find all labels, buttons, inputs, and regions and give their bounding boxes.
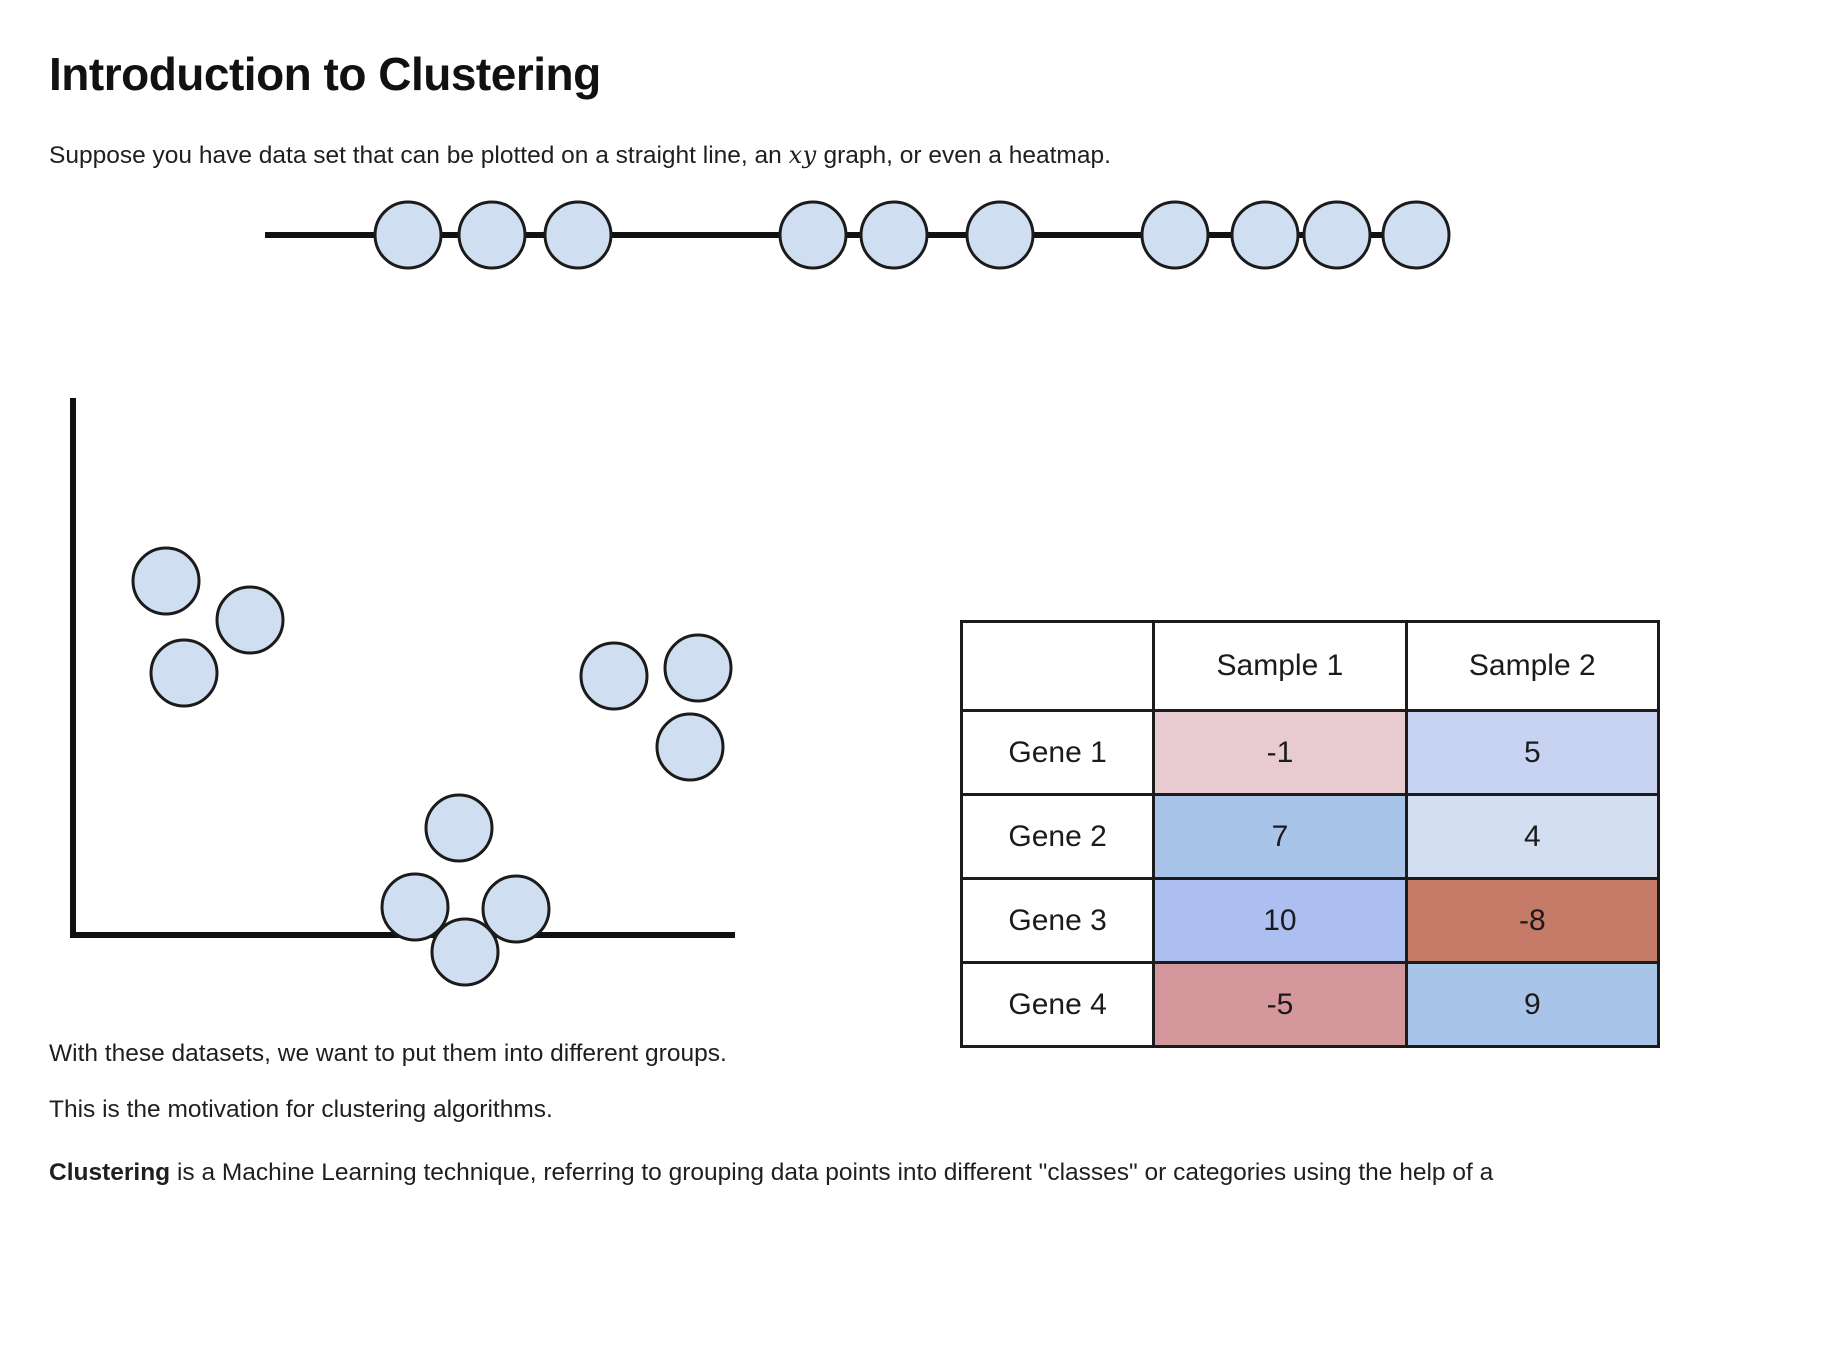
page-title: Introduction to Clustering — [49, 47, 601, 100]
column-header-sample-1: Sample 1 — [1152, 620, 1408, 712]
number-line-data-point — [1381, 200, 1451, 270]
number-line-data-point — [1140, 200, 1210, 270]
heatmap-cell: 5 — [1404, 709, 1661, 796]
column-header-sample-2: Sample 2 — [1404, 620, 1661, 712]
xy-scatter-svg — [70, 398, 735, 987]
number-line-data-point — [373, 200, 443, 270]
number-line-data-point — [457, 200, 527, 270]
heatmap-cell: 9 — [1404, 961, 1661, 1048]
scatter-data-point — [215, 585, 285, 655]
heatmap-cell: -8 — [1404, 877, 1661, 964]
scatter-data-point — [481, 874, 551, 944]
math-variable-xy: xy — [788, 140, 817, 169]
motivation-paragraph: This is the motivation for clustering al… — [49, 1095, 553, 1123]
table-corner-cell — [959, 620, 1156, 712]
intro-text-before: Suppose you have data set that can be pl… — [49, 141, 789, 169]
groups-paragraph: With these datasets, we want to put them… — [49, 1039, 727, 1067]
intro-paragraph: Suppose you have data set that can be pl… — [49, 137, 1111, 175]
heatmap-cell: 4 — [1404, 793, 1661, 880]
number-line-data-point — [778, 200, 848, 270]
row-header-gene-2: Gene 2 — [959, 793, 1156, 880]
clustering-term: Clustering — [49, 1158, 171, 1186]
number-line-data-point — [1302, 200, 1372, 270]
scatter-data-point — [579, 641, 649, 711]
number-line-data-point — [859, 200, 929, 270]
number-line-data-point — [543, 200, 613, 270]
number-line-figure — [240, 175, 1460, 305]
table-header-row: Sample 1 Sample 2 — [959, 620, 1661, 712]
clustering-paragraph: Clustering is a Machine Learning techniq… — [49, 1155, 1493, 1192]
scatter-data-point — [131, 546, 201, 616]
row-header-gene-4: Gene 4 — [959, 961, 1156, 1048]
scatter-data-point — [380, 872, 450, 942]
heatmap-cell: 7 — [1152, 793, 1408, 880]
number-line-svg — [265, 200, 1451, 270]
scatter-data-point — [655, 712, 725, 782]
row-header-gene-3: Gene 3 — [959, 877, 1156, 964]
heatmap-cell: 10 — [1152, 877, 1408, 964]
heatmap-cell: -5 — [1152, 961, 1408, 1048]
table-header: Sample 1 Sample 2 — [959, 620, 1661, 712]
scatter-data-point — [149, 638, 219, 708]
scatter-data-point — [424, 793, 494, 863]
number-line-data-point — [1230, 200, 1300, 270]
xy-scatter-figure — [55, 380, 775, 987]
scatter-data-point — [663, 633, 733, 703]
number-line-data-point — [965, 200, 1035, 270]
heatmap-cell: -1 — [1152, 709, 1408, 796]
intro-text-after: graph, or even a heatmap. — [816, 141, 1111, 169]
row-header-gene-1: Gene 1 — [959, 709, 1156, 796]
scatter-data-point — [430, 917, 500, 987]
clustering-definition: is a Machine Learning technique, referri… — [170, 1158, 1494, 1186]
